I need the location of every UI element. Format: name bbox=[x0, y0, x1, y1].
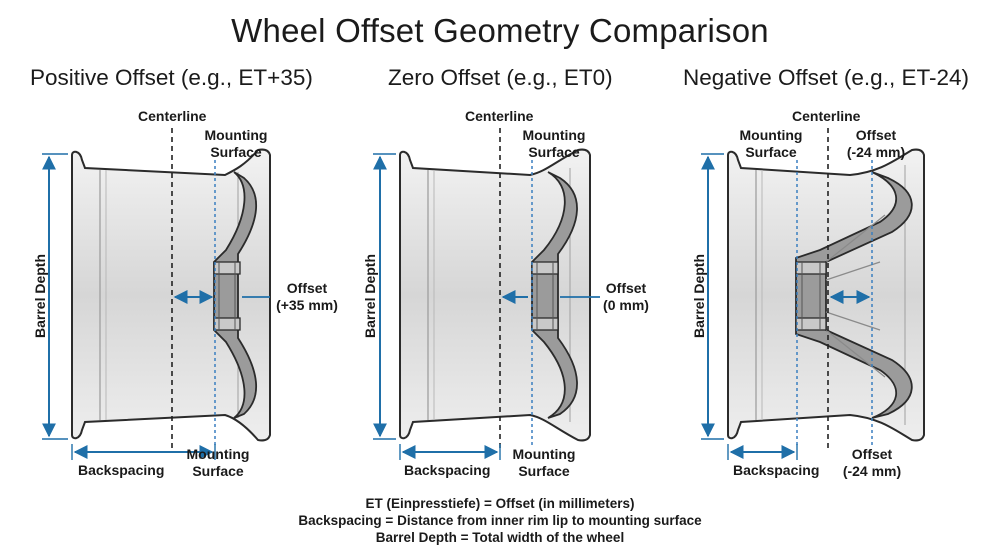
barrel-depth-label-zero: Barrel Depth bbox=[362, 253, 378, 339]
disc-negative bbox=[795, 171, 913, 419]
barrel-positive bbox=[71, 148, 271, 442]
barrel-depth-label-negative: Barrel Depth bbox=[691, 253, 707, 339]
panel-title-positive: Positive Offset (e.g., ET+35) bbox=[30, 65, 313, 90]
wheel-positive bbox=[42, 128, 271, 460]
diagram-title: Wheel Offset Geometry Comparison bbox=[231, 12, 769, 49]
wheel-negative bbox=[701, 128, 925, 460]
offset-label-negative-bottom: Offset(-24 mm) bbox=[842, 446, 902, 479]
wheel-zero bbox=[373, 128, 600, 460]
centerline-label-zero: Centerline bbox=[465, 108, 534, 124]
footnote-barrel-depth: Barrel Depth = Total width of the wheel bbox=[375, 530, 625, 545]
offset-label-negative-top: Offset(-24 mm) bbox=[846, 127, 906, 160]
panel-title-negative: Negative Offset (e.g., ET-24) bbox=[683, 65, 969, 90]
barrel-depth-label-positive: Barrel Depth bbox=[32, 253, 48, 339]
panel-title-zero: Zero Offset (e.g., ET0) bbox=[388, 65, 613, 90]
footnote-backspacing: Backspacing = Distance from inner rim li… bbox=[298, 513, 702, 528]
footnote-et: ET (Einpresstiefe) = Offset (in millimet… bbox=[365, 496, 635, 511]
barrel-zero bbox=[399, 148, 591, 442]
offset-label-zero: Offset(0 mm) bbox=[603, 280, 649, 313]
backspacing-label-positive: Backspacing bbox=[78, 462, 165, 478]
backspacing-label-negative: Backspacing bbox=[733, 462, 820, 478]
footnotes: ET (Einpresstiefe) = Offset (in millimet… bbox=[0, 495, 1000, 546]
backspacing-label-zero: Backspacing bbox=[404, 462, 491, 478]
centerline-label-positive: Centerline bbox=[138, 108, 207, 124]
offset-label-positive: Offset(+35 mm) bbox=[276, 280, 338, 313]
disc-zero bbox=[531, 171, 578, 419]
centerline-label-negative: Centerline bbox=[792, 108, 861, 124]
